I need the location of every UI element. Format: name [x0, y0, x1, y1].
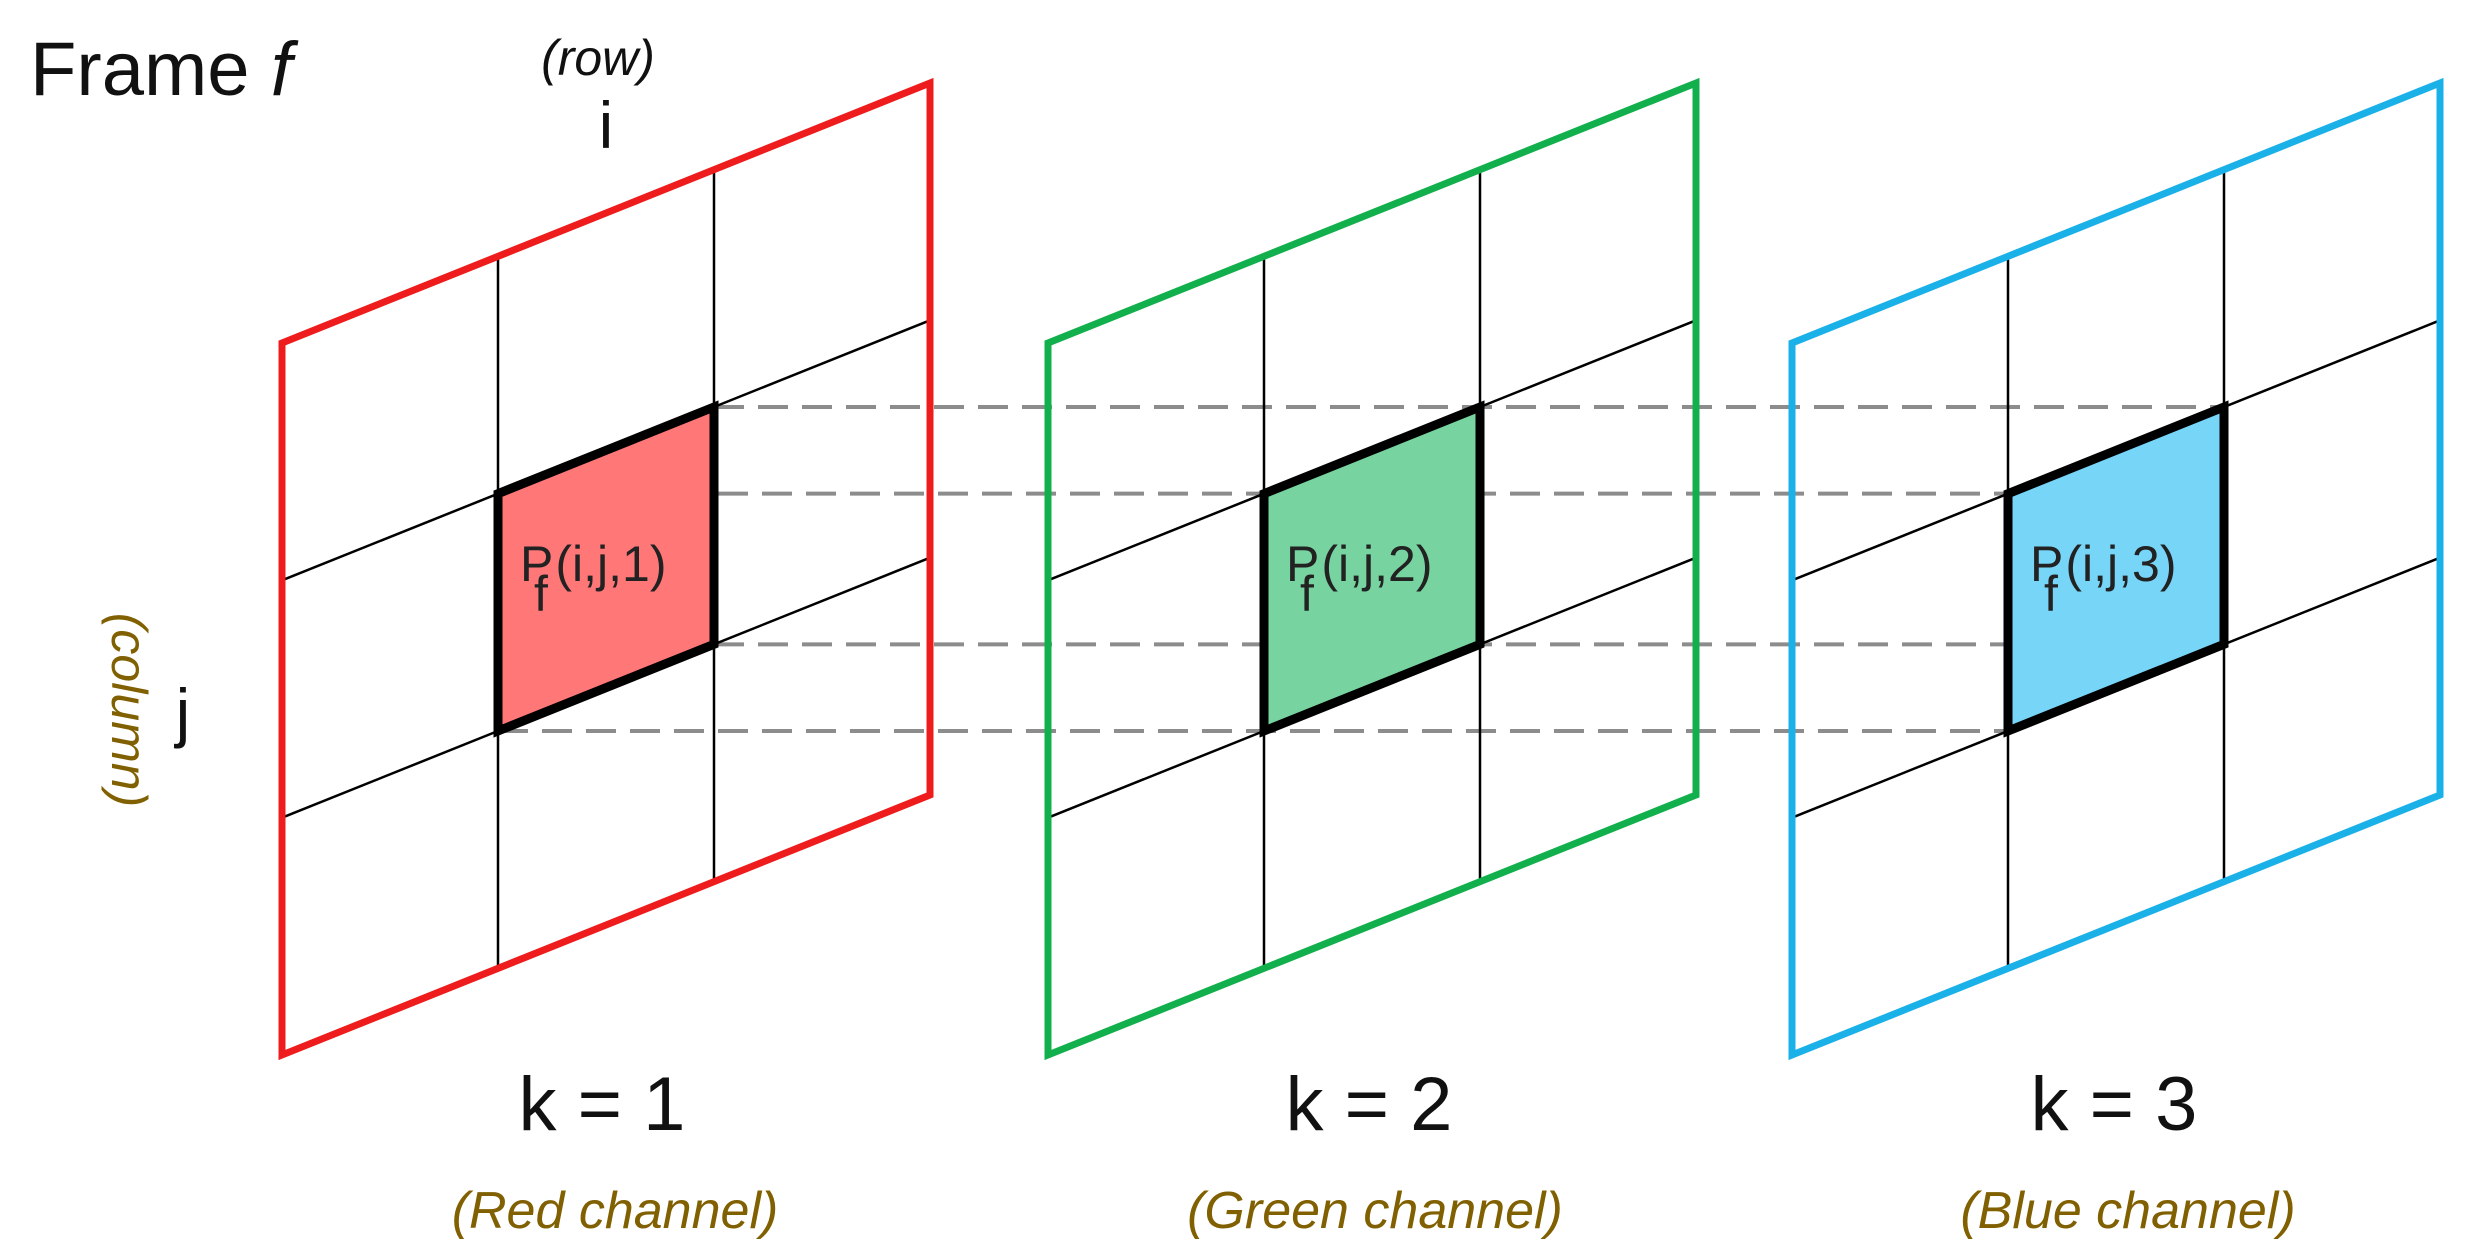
channel-border-green [1044, 77, 1700, 1061]
channel-border-red [278, 77, 934, 1061]
pixel-label-args: (i,j,2) [1321, 536, 1432, 592]
pixel-cell-border-red [493, 400, 719, 738]
pixel-cell-border-blue [2003, 400, 2229, 738]
row-axis-symbol: i [599, 88, 614, 162]
channel-name-green: (Green channel) [1187, 1182, 1563, 1240]
pixel-label-args: (i,j,1) [555, 536, 666, 592]
frame-variable: f [271, 27, 299, 112]
frame-title: Frame f [30, 27, 299, 112]
pixel-label-base: P [1286, 536, 1319, 592]
pixel-label-subscript-red: f [534, 566, 548, 622]
channel-grid-blue: P(i,j,3)f [1788, 77, 2444, 1061]
pixel-label-subscript-green: f [1300, 566, 1314, 622]
pixel-label-red: P(i,j,1) [520, 536, 666, 592]
k-label-3: k = 3 [2031, 1062, 2198, 1147]
channel-border-blue [1788, 77, 2444, 1061]
pixel-cell-fill-blue [2008, 407, 2224, 731]
pixel-label-base: P [2030, 536, 2063, 592]
pixel-label-subscript-blue: f [2044, 566, 2058, 622]
column-axis-note: (column) [101, 613, 157, 807]
channel-name-red: (Red channel) [452, 1182, 779, 1240]
channel-grids: P(i,j,1)fP(i,j,2)fP(i,j,3)f [278, 77, 2444, 1061]
channel-grid-red: P(i,j,1)f [278, 77, 934, 1061]
pixel-cell-fill-red [498, 407, 714, 731]
row-axis-note: (row) [541, 30, 655, 86]
channel-name-blue: (Blue channel) [1960, 1182, 2295, 1240]
channel-labels: k = 1 (Red channel) k = 2 (Green channel… [452, 1062, 2296, 1240]
k-label-2: k = 2 [1286, 1062, 1453, 1147]
pixel-label-blue: P(i,j,3) [2030, 536, 2176, 592]
pixel-label-args: (i,j,3) [2065, 536, 2176, 592]
pixel-cell-border-green [1259, 400, 1485, 738]
k-label-1: k = 1 [519, 1062, 686, 1147]
column-axis-symbol: j [174, 675, 191, 749]
pixel-label-green: P(i,j,2) [1286, 536, 1432, 592]
pixel-label-base: P [520, 536, 553, 592]
pixel-cell-fill-green [1264, 407, 1480, 731]
channel-grid-green: P(i,j,2)f [1044, 77, 1700, 1061]
frame-label: Frame [30, 27, 271, 112]
